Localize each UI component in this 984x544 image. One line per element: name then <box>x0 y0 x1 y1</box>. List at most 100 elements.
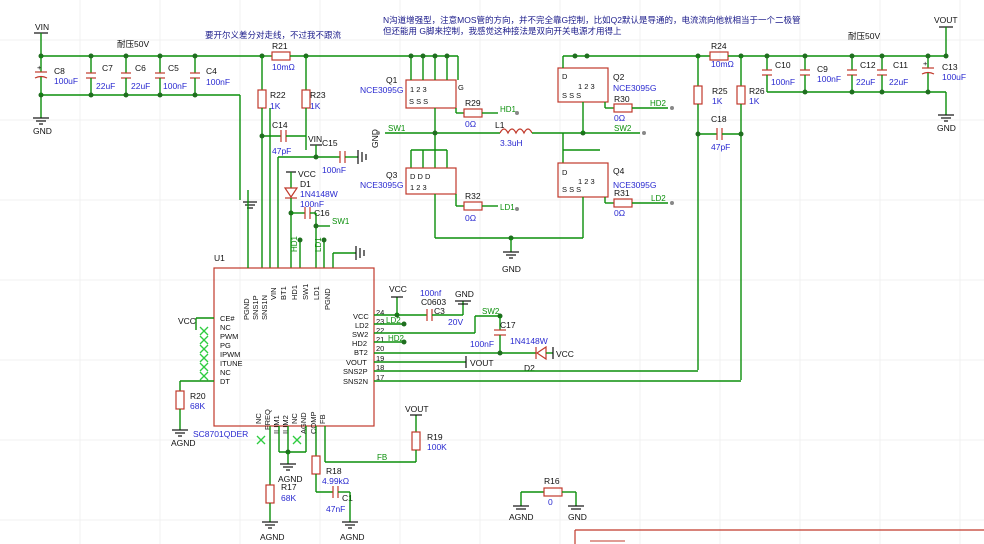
svg-text:1K: 1K <box>712 96 723 106</box>
svg-text:FREQ: FREQ <box>263 409 272 430</box>
resistor-r31[interactable]: R31 0Ω <box>613 188 633 218</box>
svg-text:VIN: VIN <box>269 287 278 300</box>
diode-d1[interactable]: D1 1N4148W <box>283 179 338 199</box>
resistor-r16[interactable]: R16 0 <box>543 476 563 507</box>
svg-text:D2: D2 <box>524 363 535 373</box>
agnd-label-ilim: AGND <box>278 474 303 484</box>
resistor-r19[interactable]: R19 100K <box>411 431 447 452</box>
resistor-r32[interactable]: R32 0Ω <box>463 191 483 223</box>
resistor-r25[interactable]: R25 1K <box>693 85 728 106</box>
capacitor-c16[interactable]: 100nF C16 <box>300 199 330 219</box>
svg-text:Q3: Q3 <box>386 170 398 180</box>
vcc-label-d2: VCC <box>556 349 574 359</box>
capacitor-c14[interactable]: C14 47pF <box>262 120 306 156</box>
resistor-r23[interactable]: R23 1K <box>301 89 326 111</box>
resistor-r20[interactable]: R20 68K <box>175 390 206 411</box>
hd1-net-label: HD1 <box>500 105 517 114</box>
agnd-gnd-link: R16 0 AGND GND <box>509 476 587 522</box>
svg-text:100nf: 100nf <box>420 288 442 298</box>
svg-text:NCE3095G: NCE3095G <box>360 180 403 190</box>
inductor-l1[interactable]: L1 3.3uH <box>495 120 533 148</box>
nmos-note-line2: 但还能用 G脚来控制，我感觉这种接法是双向开关电源才用得上 <box>383 26 622 36</box>
vin-net-label: VIN <box>35 22 49 32</box>
svg-text:0Ω: 0Ω <box>465 119 476 129</box>
svg-text:Q2: Q2 <box>613 72 625 82</box>
capacitor-c11[interactable]: C11 22uF <box>877 53 908 95</box>
svg-text:IPWM: IPWM <box>220 350 240 359</box>
gnd-label-right: GND <box>937 123 956 133</box>
agnd-symbol-r17 <box>262 521 278 529</box>
svg-text:100nF: 100nF <box>206 77 230 87</box>
resistor-r29[interactable]: R29 0Ω <box>463 98 483 129</box>
svg-text:100K: 100K <box>427 442 447 452</box>
mosfet-q4[interactable]: D S S S 1 2 3 Q4 NCE3095G <box>557 133 656 238</box>
svg-text:ILIM1: ILIM1 <box>272 415 281 434</box>
input-sense-section: R21 10mΩ R22 1K R23 1K C14 47pF <box>257 41 458 268</box>
svg-text:Q1: Q1 <box>386 75 398 85</box>
svg-text:D1: D1 <box>300 179 311 189</box>
capacitor-c4[interactable]: C4 100nF <box>190 53 230 98</box>
capacitor-c1[interactable]: C1 47nF <box>326 486 353 514</box>
svg-text:SW1: SW1 <box>301 284 310 300</box>
svg-text:L1: L1 <box>495 120 505 130</box>
svg-text:SNS1P: SNS1P <box>251 295 260 320</box>
svg-text:R30: R30 <box>614 94 630 104</box>
ic-u1[interactable]: U1 SC8701QDER <box>193 253 375 439</box>
svg-text:21: 21 <box>376 335 384 344</box>
capacitor-c7[interactable]: C7 22uF <box>86 53 115 98</box>
capacitor-c8[interactable]: + C8 100uF <box>34 56 78 95</box>
svg-text:0Ω: 0Ω <box>614 208 625 218</box>
capacitor-c17[interactable]: C17 100nF <box>470 320 516 349</box>
resistor-r18[interactable]: R18 4.99kΩ <box>311 455 349 486</box>
resistor-r22[interactable]: R22 1K <box>257 89 286 111</box>
mosfet-q3[interactable]: D D D 1 2 3 Q3 NCE3095G <box>360 149 464 238</box>
svg-text:D D D: D D D <box>410 172 431 181</box>
diode-d2[interactable]: 1N4148W D2 <box>510 336 548 373</box>
svg-text:C11: C11 <box>893 60 908 70</box>
gnd-symbol-mosfet <box>503 251 519 259</box>
gnd-label-mosfet: GND <box>502 264 521 274</box>
agnd-symbol-r20 <box>172 429 188 437</box>
svg-text:VCC: VCC <box>353 312 369 321</box>
output-capacitor-bank: C10 100nF C9 100nF C12 22uF C11 <box>762 15 966 133</box>
capacitor-c5[interactable]: C5 100nF <box>155 53 187 98</box>
svg-text:C14: C14 <box>272 120 288 130</box>
gnd-label-left: GND <box>33 126 52 136</box>
mosfet-q1[interactable]: 1 2 3 S S S Q1 NCE3095G G <box>360 53 464 114</box>
agnd-label-r16: AGND <box>509 512 534 522</box>
capacitor-c13[interactable]: + C13 100uF <box>921 53 966 95</box>
svg-text:10mΩ: 10mΩ <box>272 62 295 72</box>
capacitor-c18[interactable]: C18 47pF <box>698 114 741 152</box>
bootstrap-1-section: VCC D1 1N4148W 100nF C16 SW1 HD1 LD1 <box>283 169 365 268</box>
gnd-label-c3: GND <box>455 289 474 299</box>
mosfet-q2[interactable]: D S S S 1 2 3 Q2 NCE3095G <box>557 53 656 134</box>
svg-text:C18: C18 <box>711 114 727 124</box>
svg-text:0Ω: 0Ω <box>614 113 625 123</box>
capacitor-c6[interactable]: C6 22uF <box>121 53 150 98</box>
agnd-symbol-c1 <box>342 521 358 529</box>
svg-text:C7: C7 <box>102 63 113 73</box>
resistor-r17[interactable]: R17 68K <box>265 482 297 504</box>
resistor-r24[interactable]: R24 10mΩ <box>709 41 734 69</box>
agnd-label-c1: AGND <box>340 532 365 542</box>
svg-text:R25: R25 <box>712 86 728 96</box>
sw2-net-label: SW2 <box>614 124 632 133</box>
svg-text:10mΩ: 10mΩ <box>711 59 734 69</box>
capacitor-c12[interactable]: C12 22uF <box>847 53 876 95</box>
svg-text:FB: FB <box>318 414 327 424</box>
title-block <box>574 529 984 544</box>
svg-text:ILIM2: ILIM2 <box>281 415 290 434</box>
svg-text:C5: C5 <box>168 63 179 73</box>
capacitor-c10[interactable]: C10 100nF <box>762 53 795 93</box>
svg-text:SNS2P: SNS2P <box>343 367 368 376</box>
capacitor-c15[interactable]: C15 100nF <box>322 138 358 175</box>
resistor-r30[interactable]: R30 0Ω <box>613 94 633 123</box>
svg-text:R31: R31 <box>614 188 630 198</box>
sw1-net-label-2: SW1 <box>332 217 350 226</box>
resistor-r26[interactable]: R26 1K <box>736 85 765 106</box>
svg-text:100nF: 100nF <box>771 77 795 87</box>
svg-text:LD1: LD1 <box>312 286 321 300</box>
u1-left-pins: CE# NC PWM PG IPWM ITUNE NC DT VCC R20 6… <box>171 314 243 448</box>
capacitor-c9[interactable]: C9 100nF <box>800 53 841 95</box>
